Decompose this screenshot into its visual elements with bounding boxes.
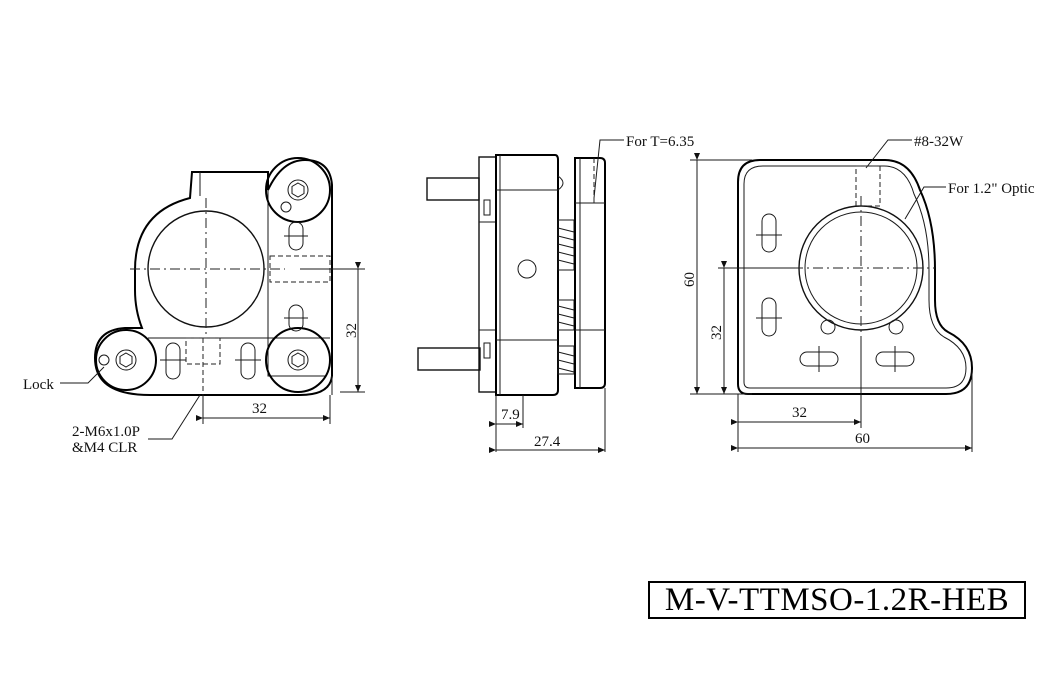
label-lock: Lock (23, 377, 54, 393)
back-view-body (737, 159, 974, 395)
side-main-block (495, 154, 559, 396)
dim-back-height-half: 32 (709, 325, 725, 340)
front-view (93, 157, 333, 396)
front-knob-top (265, 157, 331, 223)
dim-back-width-total: 60 (855, 431, 870, 447)
label-thread-2: &M4 CLR (72, 440, 137, 456)
label-screw: #8-32W (914, 134, 964, 150)
side-back-plate (574, 157, 606, 389)
dim-back-height-total: 60 (682, 272, 698, 287)
front-dimensions: 32 32 Lock 2-M6x1.0P &M4 CLR (23, 262, 365, 456)
side-shaft-top (426, 177, 480, 201)
back-dimensions: #8-32W For 1.2" Optic 60 32 32 60 (682, 134, 1035, 452)
back-view (737, 159, 974, 395)
title-block: M-V-TTMSO-1.2R-HEB (648, 581, 1026, 619)
front-knob-bottom (265, 327, 331, 393)
dim-back-width-half: 32 (792, 405, 807, 421)
side-shaft-bottom (417, 347, 481, 371)
label-for-t: For T=6.35 (626, 134, 694, 150)
front-lock-knob (95, 329, 157, 391)
front-view-body (93, 158, 333, 396)
label-optic: For 1.2" Optic (948, 181, 1035, 197)
side-front-plate (478, 156, 497, 393)
side-dimensions: For T=6.35 7.9 27.4 (489, 134, 694, 453)
dim-side-offset: 7.9 (501, 407, 520, 423)
dim-front-height: 32 (344, 323, 360, 338)
side-view (417, 154, 606, 396)
dim-side-depth: 27.4 (534, 434, 561, 450)
label-thread-1: 2-M6x1.0P (72, 424, 140, 440)
side-springs (557, 219, 575, 375)
dim-front-width: 32 (252, 401, 267, 417)
